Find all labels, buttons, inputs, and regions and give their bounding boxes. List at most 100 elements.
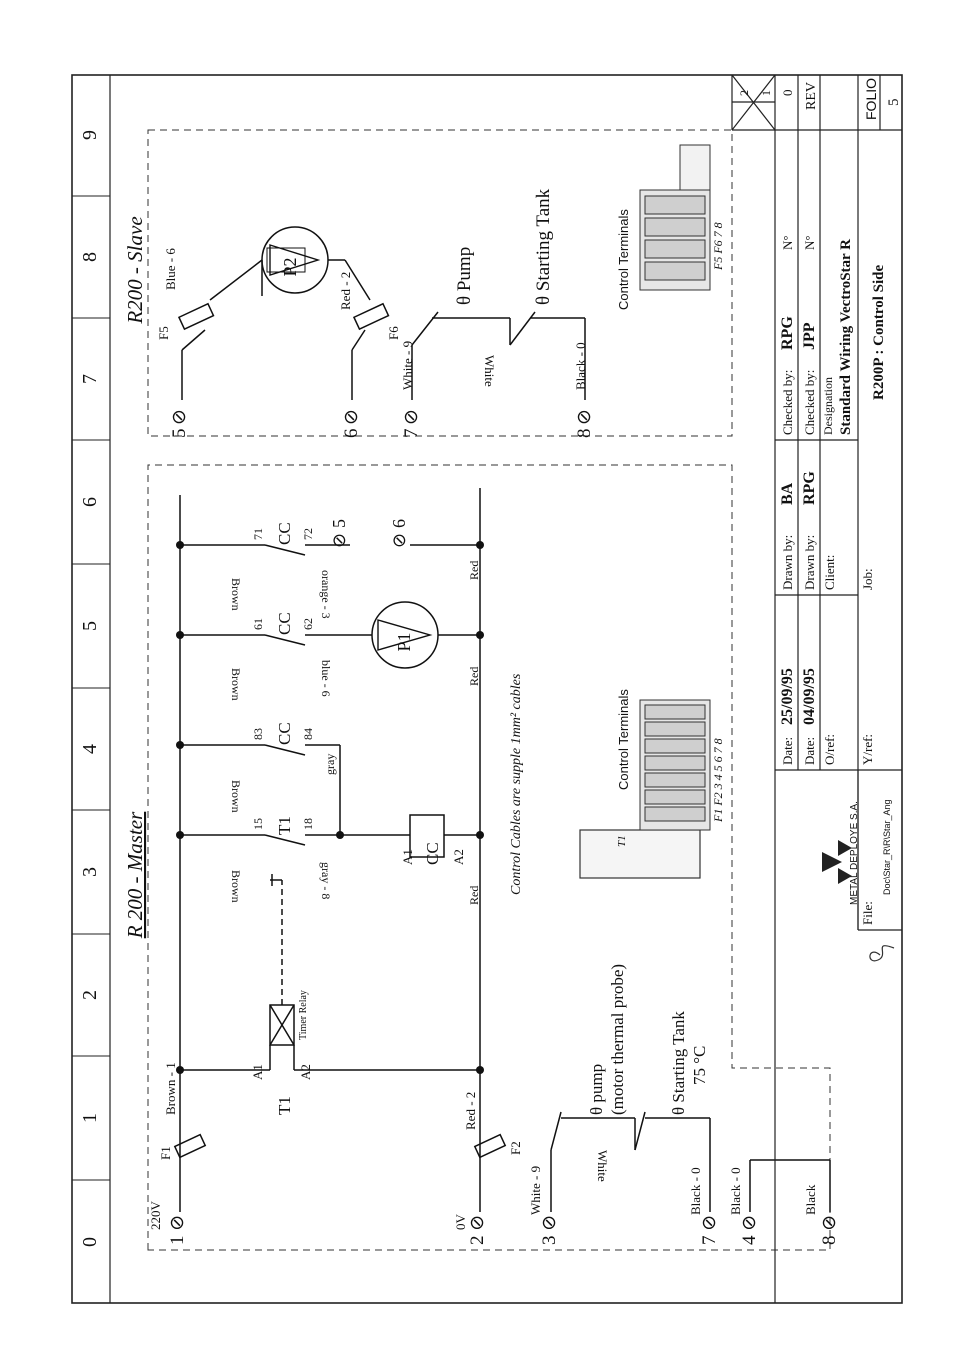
contact-cc1-n1: 83 — [251, 728, 265, 740]
master-terminal-block-illustration: Control Terminals T1 F1 F2 3 4 5 6 7 8 — [579, 689, 725, 879]
slave-terminal-block-illustration: Control Terminals F5 F6 7 8 — [616, 144, 725, 310]
slave-terminal-5: 5 — [169, 429, 190, 439]
column-label-1: 1 — [79, 1113, 101, 1123]
file-label: File: — [860, 901, 875, 925]
checked1-label: Checked by: — [780, 370, 795, 435]
svg-text:⊘: ⊘ — [341, 409, 362, 425]
contact-cc1-n2: 84 — [301, 728, 315, 740]
probe-pump-line2: (motor thermal probe) — [608, 964, 627, 1115]
master-zone — [147, 464, 831, 1251]
relay-a1-label: A1 — [250, 1064, 265, 1080]
no1: N° — [780, 235, 795, 250]
rev-label: REV — [804, 82, 819, 110]
outer-frame — [71, 74, 903, 1304]
drawn1: BA — [779, 482, 796, 505]
client-label: Client: — [822, 555, 837, 590]
contact-t1-n1: 15 — [251, 818, 265, 830]
contact-cc3-n2: 72 — [301, 528, 315, 540]
coil-cc-name: CC — [423, 842, 442, 865]
contact-t1-n2: 18 — [301, 818, 315, 830]
slave-terminal-strip: F5 F6 7 8 — [711, 222, 725, 271]
master-control-terminals-label: Control Terminals — [616, 689, 631, 790]
fuse-f1-label: F1 — [158, 1146, 173, 1160]
svg-text:7 ⊘: 7 ⊘ — [699, 1215, 720, 1245]
column-label-2: 2 — [79, 990, 101, 1000]
probe-tank-line2: 75 °C — [690, 1046, 709, 1085]
terminal-1-label: 220V — [148, 1201, 163, 1231]
column-label-0: 0 — [79, 1237, 101, 1247]
slave-wire-blue-6: Blue - 6 — [163, 248, 178, 290]
company-logo — [822, 840, 852, 884]
wire-brown-a: Brown — [229, 870, 243, 903]
contact-cc2-n1: 61 — [251, 618, 265, 630]
terminal-4-label: Black - 0 — [728, 1167, 743, 1215]
slave-terminal-6: 6 — [341, 429, 362, 439]
checked2-label: Checked by: — [802, 370, 817, 435]
master-terminals: 1 ⊘ 220V 2 ⊘ 0V 3 ⊘ White - 9 7 ⊘ Black … — [148, 1166, 840, 1245]
svg-text:⊘: ⊘ — [574, 409, 595, 425]
slave-terminal-8: 8 — [574, 429, 595, 439]
slave-fuse-f5: F5 — [156, 326, 171, 340]
slave-terminal-7: 7 — [401, 429, 422, 439]
contact-cc3-n1: 71 — [251, 528, 265, 540]
wire-brown-1: Brown - 1 — [163, 1062, 178, 1115]
junctions — [176, 541, 484, 1074]
rev-zero: 0 — [780, 90, 795, 97]
folio-number: 5 — [886, 99, 902, 107]
svg-text:⊘: ⊘ — [169, 409, 190, 425]
probe-tank-line1: θ Starting Tank — [669, 1011, 688, 1115]
wire-red-c: Red — [467, 561, 481, 580]
drawn1-label: Drawn by: — [780, 535, 795, 590]
yref-label: Y/ref: — [860, 734, 875, 765]
contact-cc2-wire: blue - 6 — [319, 660, 333, 697]
wire-brown-c: Brown — [229, 668, 243, 701]
column-label-7: 7 — [79, 374, 101, 384]
company-name: METAL DEPLOYE S.A. — [849, 801, 860, 905]
column-ruler: 0 1 2 3 4 5 6 7 8 9 — [72, 130, 110, 1247]
svg-text:2 ⊘: 2 ⊘ — [467, 1215, 488, 1245]
svg-text:8 ⊘: 8 ⊘ — [819, 1215, 840, 1245]
column-label-5: 5 — [79, 621, 101, 631]
date1: 25/09/95 — [779, 668, 796, 725]
svg-text:4 ⊘: 4 ⊘ — [739, 1215, 760, 1245]
folio-label: FOLIO — [863, 78, 879, 120]
rev-row-1: 1 — [759, 90, 773, 96]
pump-p1-symbol — [377, 619, 433, 651]
slave-wire-black-0: Black - 0 — [573, 342, 588, 390]
coil-cc-a2: A2 — [451, 849, 466, 865]
designation-label: Designation — [821, 377, 835, 435]
svg-text:⊘: ⊘ — [401, 409, 422, 425]
checked2: JPP — [801, 322, 818, 350]
slave-wire-white-9: White - 9 — [400, 341, 415, 390]
contact-cc1-wire: gray — [323, 754, 337, 775]
relay-t1-label: T1 — [275, 1096, 294, 1115]
probe-pump-line1: θ pump — [587, 1064, 606, 1115]
slave-title: R200 - Slave — [123, 216, 147, 324]
svg-text:1 ⊘: 1 ⊘ — [167, 1215, 188, 1245]
column-label-3: 3 — [79, 867, 101, 877]
job-label: Job: — [860, 568, 875, 590]
pump-p2-symbol — [269, 244, 321, 276]
column-label-6: 6 — [79, 497, 101, 507]
date2: 04/09/95 — [801, 668, 818, 725]
wire-brown-d: Brown — [229, 578, 243, 611]
terminal-6: 6 — [389, 519, 409, 528]
cables-note: Control Cables are supple 1mm² cables — [509, 673, 524, 895]
wire-red-a: Red — [467, 886, 481, 905]
master-circuit — [173, 488, 831, 1212]
title-block — [731, 74, 902, 1303]
slave-labels: ⊘ 5 ⊘ 6 ⊘ 7 ⊘ 8 F5 Blue - 6 Red - 2 F6 W… — [156, 188, 595, 438]
master-labels: F1 F2 Brown - 1 Red - 2 White θ pump (mo… — [158, 519, 709, 1182]
contact-cc2-n2: 62 — [301, 618, 315, 630]
pump-p2-label: P2 — [280, 257, 300, 276]
wire-red-2: Red - 2 — [463, 1092, 478, 1130]
contact-t1-name: T1 — [275, 816, 294, 835]
date2-label: Date: — [802, 737, 817, 765]
rev-row-2: 2 — [737, 90, 751, 96]
drawn2: RPG — [801, 471, 818, 505]
slave-probe-tank: θ Starting Tank — [533, 188, 554, 305]
relay-a2-label: A2 — [298, 1064, 313, 1080]
signature — [869, 945, 895, 962]
